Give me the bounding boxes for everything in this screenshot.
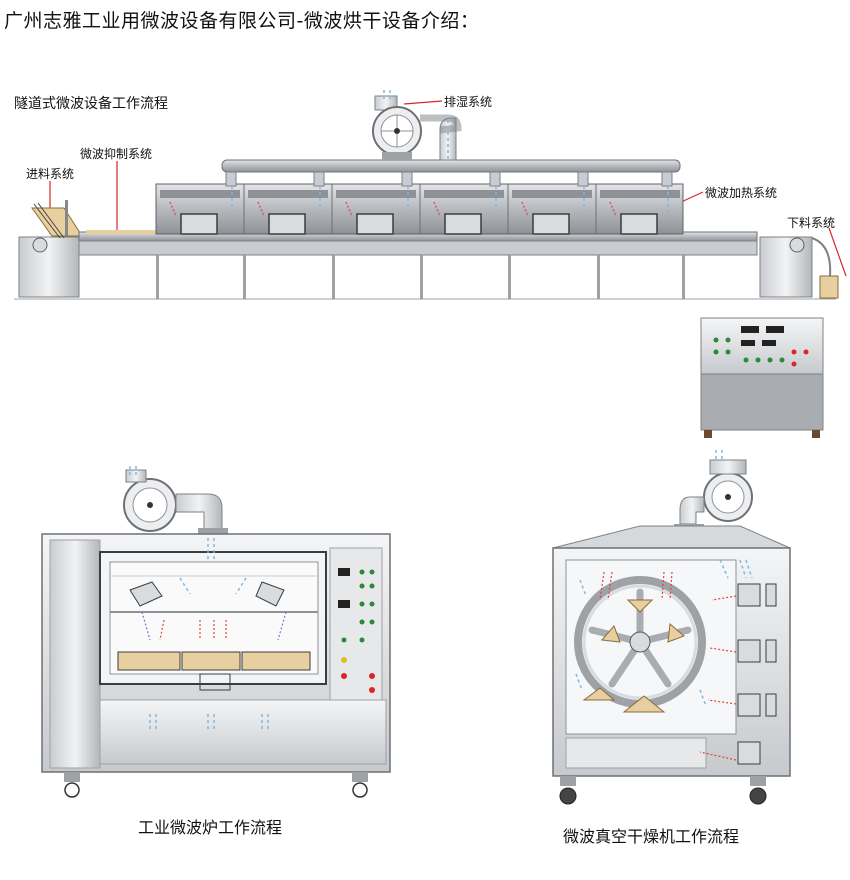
exhaust-manifold [221,117,681,187]
exhaust-fan [372,95,462,160]
tunnel-microwave-line [14,90,847,300]
material-on-belt [86,230,156,234]
industrial-oven-caption: 工业微波炉工作流程 [138,818,283,837]
industrial-microwave-oven [41,466,391,798]
vacuum-microwave-dryer [552,450,791,805]
discharge-system-label: 下料系统 [787,216,836,230]
module-windows [180,213,658,235]
vacuum-dryer-caption: 微波真空干燥机工作流程 [563,827,740,846]
airflow-indicators [231,90,669,214]
exhaust-system-label: 排湿系统 [444,95,493,109]
feed-system-label: 进料系统 [26,167,75,181]
control-cabinet [700,317,824,438]
conveyor-legs [156,255,685,299]
microwave-indicators [169,201,617,217]
conveyor-frame [78,240,758,256]
page-title: 广州志雅工业用微波设备有限公司-微波烘干设备介绍： [4,10,480,32]
discharge-unit [759,236,839,299]
heating-modules [155,183,684,235]
feed-hopper [18,200,83,298]
microwave-heating-label: 微波加热系统 [705,186,778,200]
tunnel-diagram-title: 隧道式微波设备工作流程 [14,96,168,112]
microwave-suppression-label: 微波抑制系统 [80,147,153,161]
